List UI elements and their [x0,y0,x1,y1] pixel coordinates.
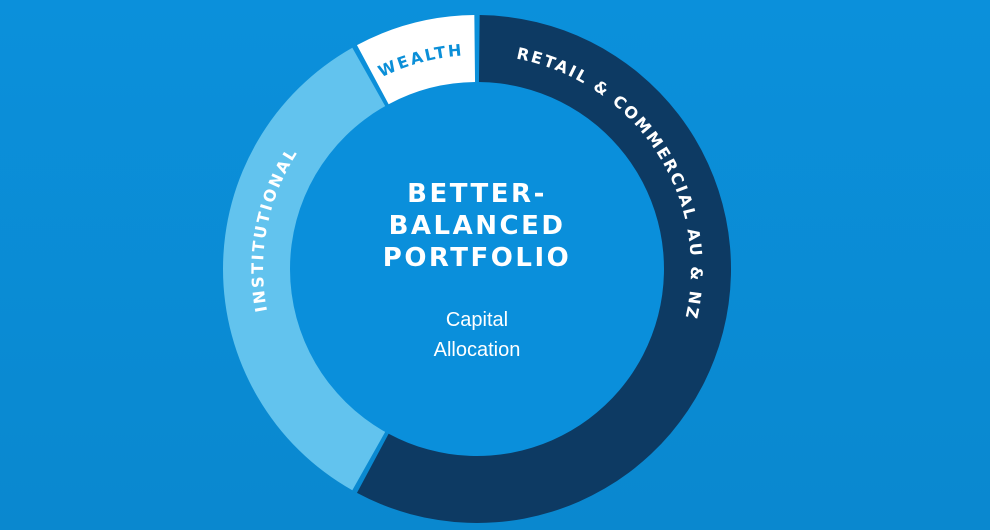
subtitle-line: Capital [445,309,509,331]
donut-segment [356,15,476,105]
title-line: PORTFOLIO [382,243,572,273]
donut-segment [223,47,386,491]
title-line: BETTER- [407,179,547,209]
donut-segment [356,15,732,523]
title-line: BALANCED [388,211,566,241]
inner-circle [290,82,664,456]
chart-subtitle: Capital Allocation [377,305,577,365]
chart-title: BETTER- BALANCED PORTFOLIO [327,178,627,274]
subtitle-line: Allocation [433,339,521,361]
